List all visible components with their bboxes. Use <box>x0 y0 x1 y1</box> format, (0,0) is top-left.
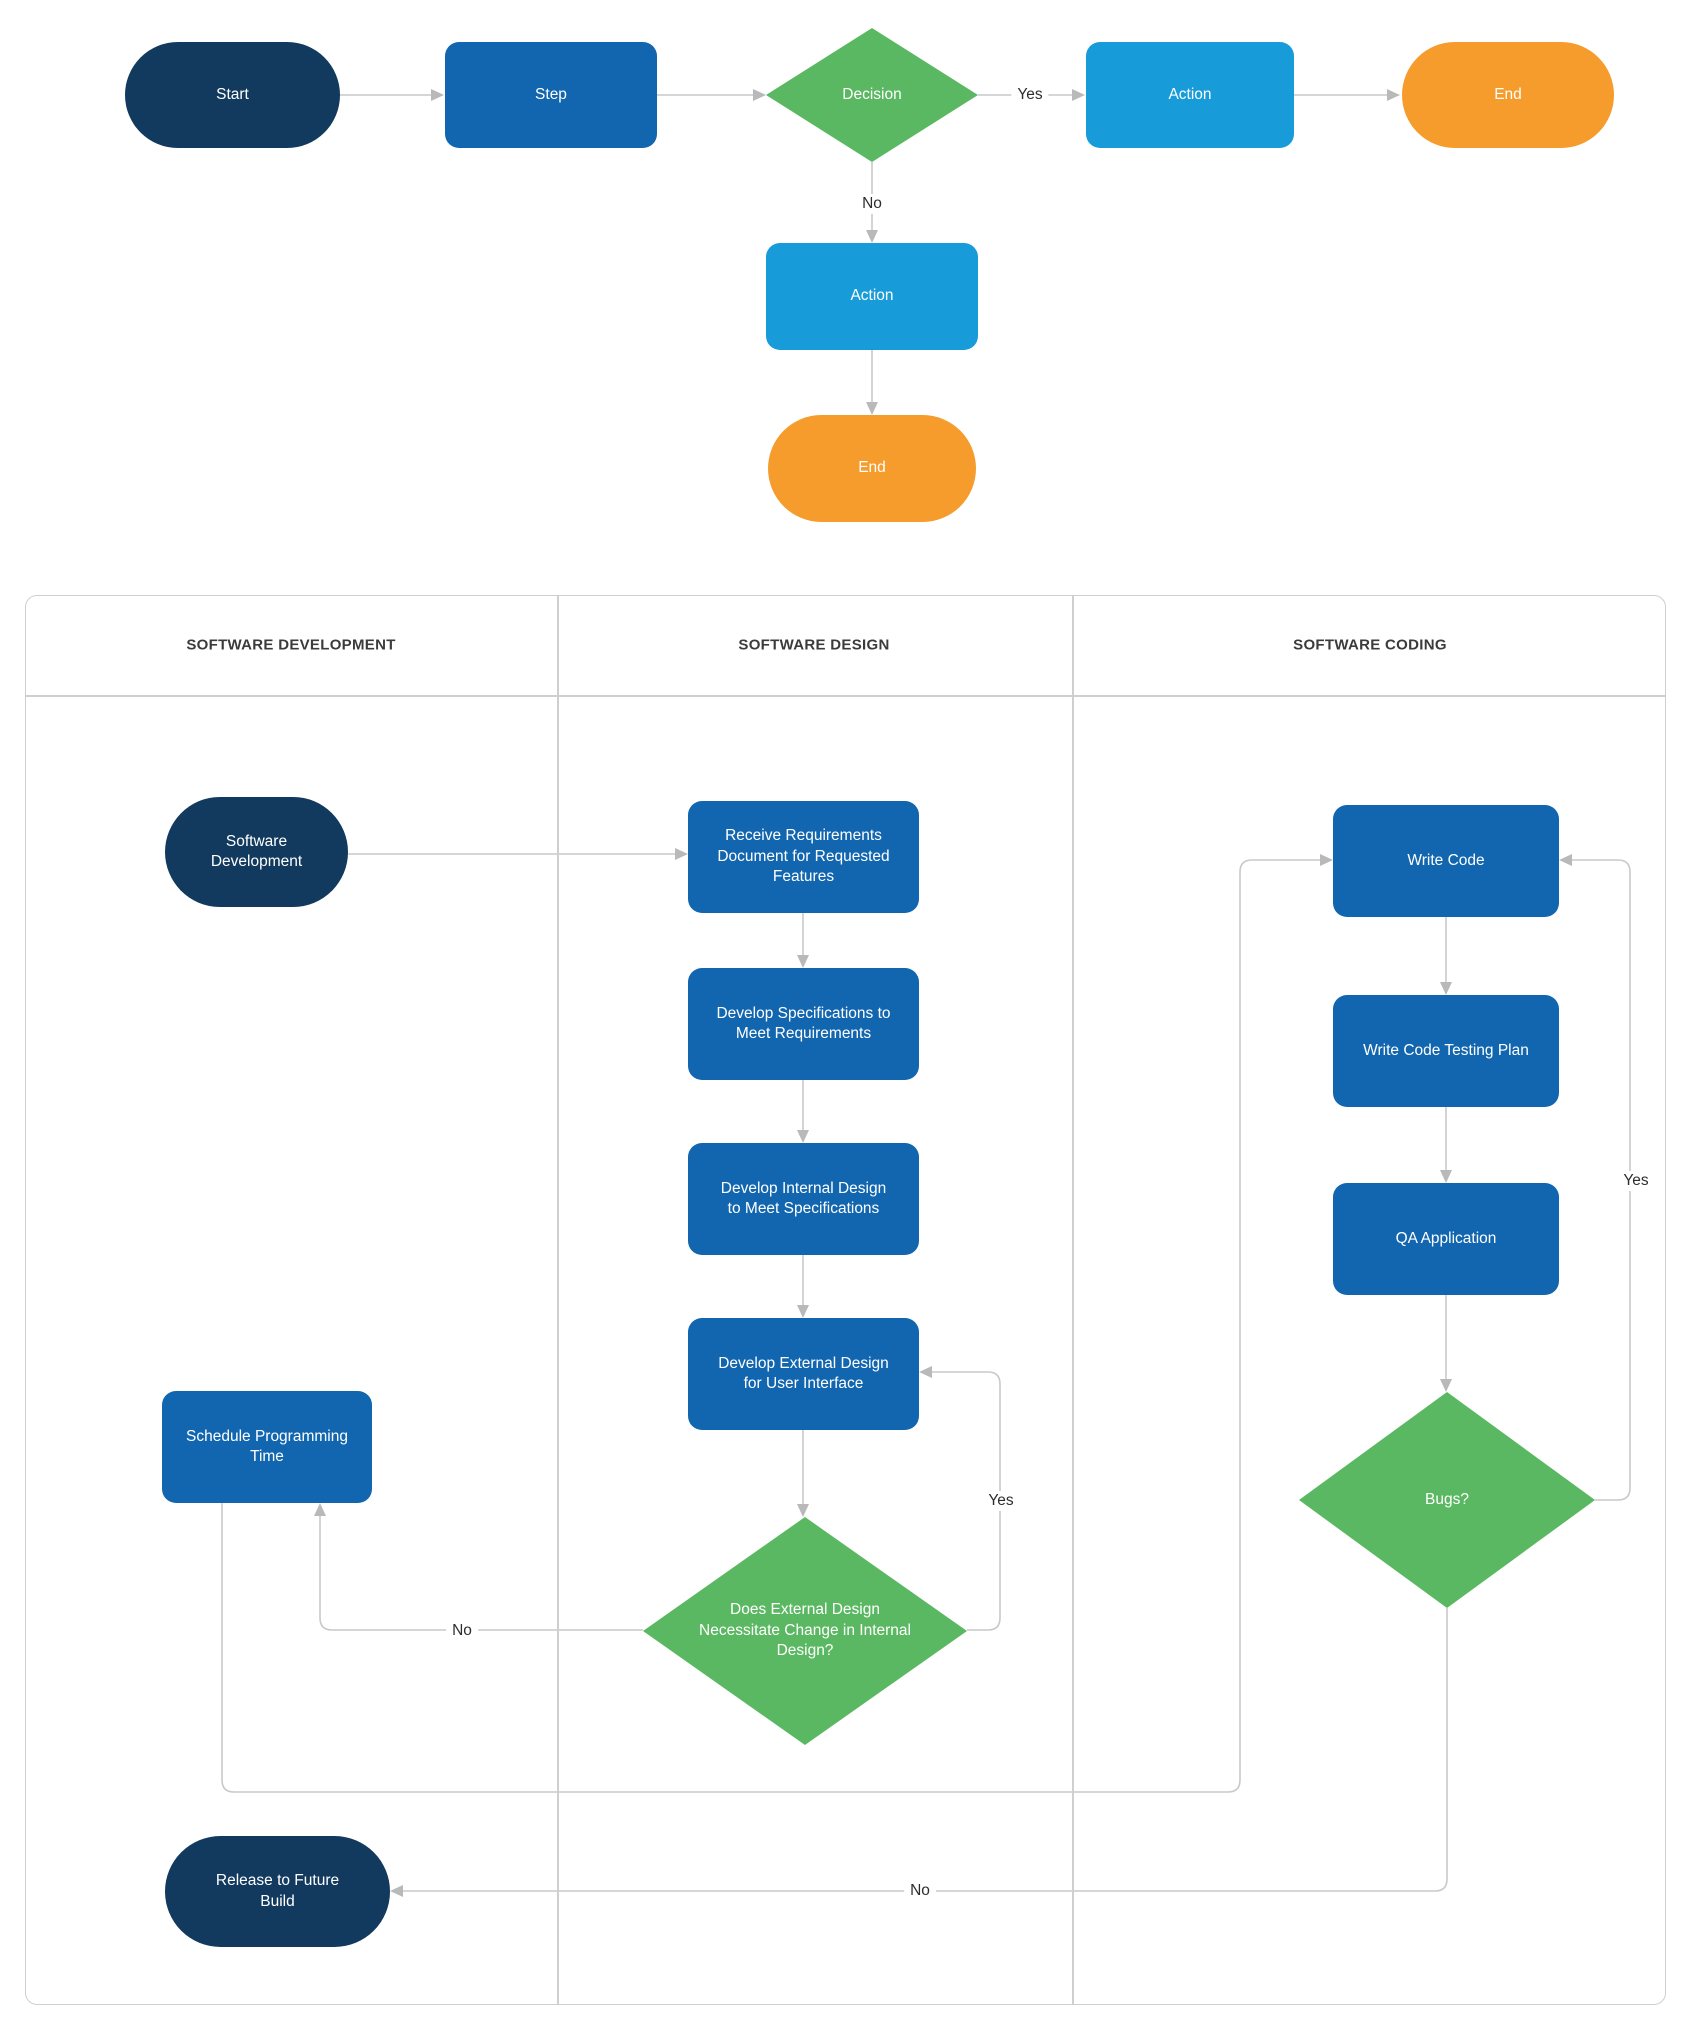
bugs-no-edge-label: No <box>904 1881 936 1901</box>
lane-title-software-development: SOFTWARE DEVELOPMENT <box>186 636 396 654</box>
legend-start-terminator: Start <box>125 42 340 148</box>
node-develop-specifications-label: Develop Specifications to Meet Requireme… <box>716 1004 891 1042</box>
node-qa-application: QA Application <box>1333 1183 1559 1295</box>
legend-step-label: Step <box>535 85 567 103</box>
edge-writecode-testplan-arrowhead <box>1440 982 1452 995</box>
legend-end-yes-label: End <box>1494 85 1522 103</box>
edge-bugs-yes-writecode-arrowhead <box>1559 854 1572 866</box>
node-software-development-label: Software Development <box>210 832 303 870</box>
legend-end-no-label: End <box>858 459 886 477</box>
swimlane-frame <box>25 595 1666 2005</box>
edge-decision-action-yes-arrowhead <box>1072 89 1085 101</box>
edge-step-decision-arrowhead <box>753 89 766 101</box>
node-develop-internal-design-label: Develop Internal Design to Meet Specific… <box>720 1179 887 1217</box>
external-design-no-edge-label: No <box>446 1621 478 1641</box>
edge-schedule-writecode <box>221 859 1320 1793</box>
edge-external-decision-arrowhead <box>797 1504 809 1517</box>
edge-action-end-no-arrowhead <box>866 402 878 415</box>
legend-end-yes-terminator: End <box>1402 42 1614 148</box>
edge-bugs-no-release <box>403 1608 1448 1892</box>
node-develop-external-design-label: Develop External Design for User Interfa… <box>718 1354 889 1392</box>
node-release-to-future-build: Release to Future Build <box>165 1836 390 1947</box>
legend-action-no-label: Action <box>850 287 894 305</box>
node-develop-internal-design: Develop Internal Design to Meet Specific… <box>688 1143 919 1255</box>
lane-title-software-coding: SOFTWARE CODING <box>1293 636 1447 654</box>
lane-title-software-design: SOFTWARE DESIGN <box>738 636 890 654</box>
external-design-yes-edge-label: Yes <box>982 1491 1020 1511</box>
edge-qa-bugs-arrowhead <box>1440 1379 1452 1392</box>
legend-action-yes-label: Action <box>1168 85 1212 103</box>
node-write-code: Write Code <box>1333 805 1559 917</box>
legend-end-no-terminator: End <box>768 415 976 522</box>
legend-action-yes-box: Action <box>1086 42 1294 148</box>
edge-decision-no-schedule-arrowhead <box>314 1503 326 1516</box>
edge-swdev-receive-arrowhead <box>675 848 688 860</box>
edge-testplan-qa-arrowhead <box>1440 1170 1452 1183</box>
node-software-development: Software Development <box>165 797 348 907</box>
legend-step-process: Step <box>445 42 657 148</box>
edge-decision-yes-external-arrowhead <box>919 1366 932 1378</box>
node-receive-requirements: Receive Requirements Document for Reques… <box>688 801 919 913</box>
node-schedule-programming-time-label: Schedule Programming Time <box>186 1427 348 1465</box>
node-bugs-decision-label: Bugs? <box>1425 1490 1469 1508</box>
edge-internal-external-arrowhead <box>797 1305 809 1318</box>
node-develop-specifications: Develop Specifications to Meet Requireme… <box>688 968 919 1080</box>
node-release-to-future-build-label: Release to Future Build <box>215 1872 340 1910</box>
legend-no-edge-label: No <box>856 194 888 214</box>
lane-divider-1 <box>557 595 559 2005</box>
edge-start-step-arrowhead <box>431 89 444 101</box>
lane-divider-2 <box>1072 595 1074 2005</box>
legend-yes-edge-label: Yes <box>1011 85 1049 105</box>
edge-receive-specs-arrowhead <box>797 955 809 968</box>
edge-decision-action-no-arrowhead <box>866 230 878 243</box>
node-write-code-testing-plan-label: Write Code Testing Plan <box>1363 1041 1529 1059</box>
edge-schedule-writecode-arrowhead <box>1320 854 1333 866</box>
node-external-design-decision-label: Does External Design Necessitate Change … <box>699 1601 911 1660</box>
edge-decision-no-schedule <box>319 1516 643 1631</box>
legend-decision-label: Decision <box>842 85 902 103</box>
node-write-code-label: Write Code <box>1407 851 1485 869</box>
node-receive-requirements-label: Receive Requirements Document for Reques… <box>717 827 890 886</box>
legend-start-label: Start <box>216 85 249 103</box>
node-qa-application-label: QA Application <box>1395 1229 1497 1247</box>
node-develop-external-design: Develop External Design for User Interfa… <box>688 1318 919 1430</box>
edge-bugs-no-release-arrowhead <box>390 1885 403 1897</box>
legend-action-no-box: Action <box>766 243 978 350</box>
edge-action-end-yes-arrowhead <box>1387 89 1400 101</box>
lane-header-separator <box>25 695 1666 697</box>
node-schedule-programming-time: Schedule Programming Time <box>162 1391 372 1503</box>
bugs-yes-edge-label: Yes <box>1617 1171 1655 1191</box>
node-write-code-testing-plan: Write Code Testing Plan <box>1333 995 1559 1107</box>
edge-specs-internal-arrowhead <box>797 1130 809 1143</box>
